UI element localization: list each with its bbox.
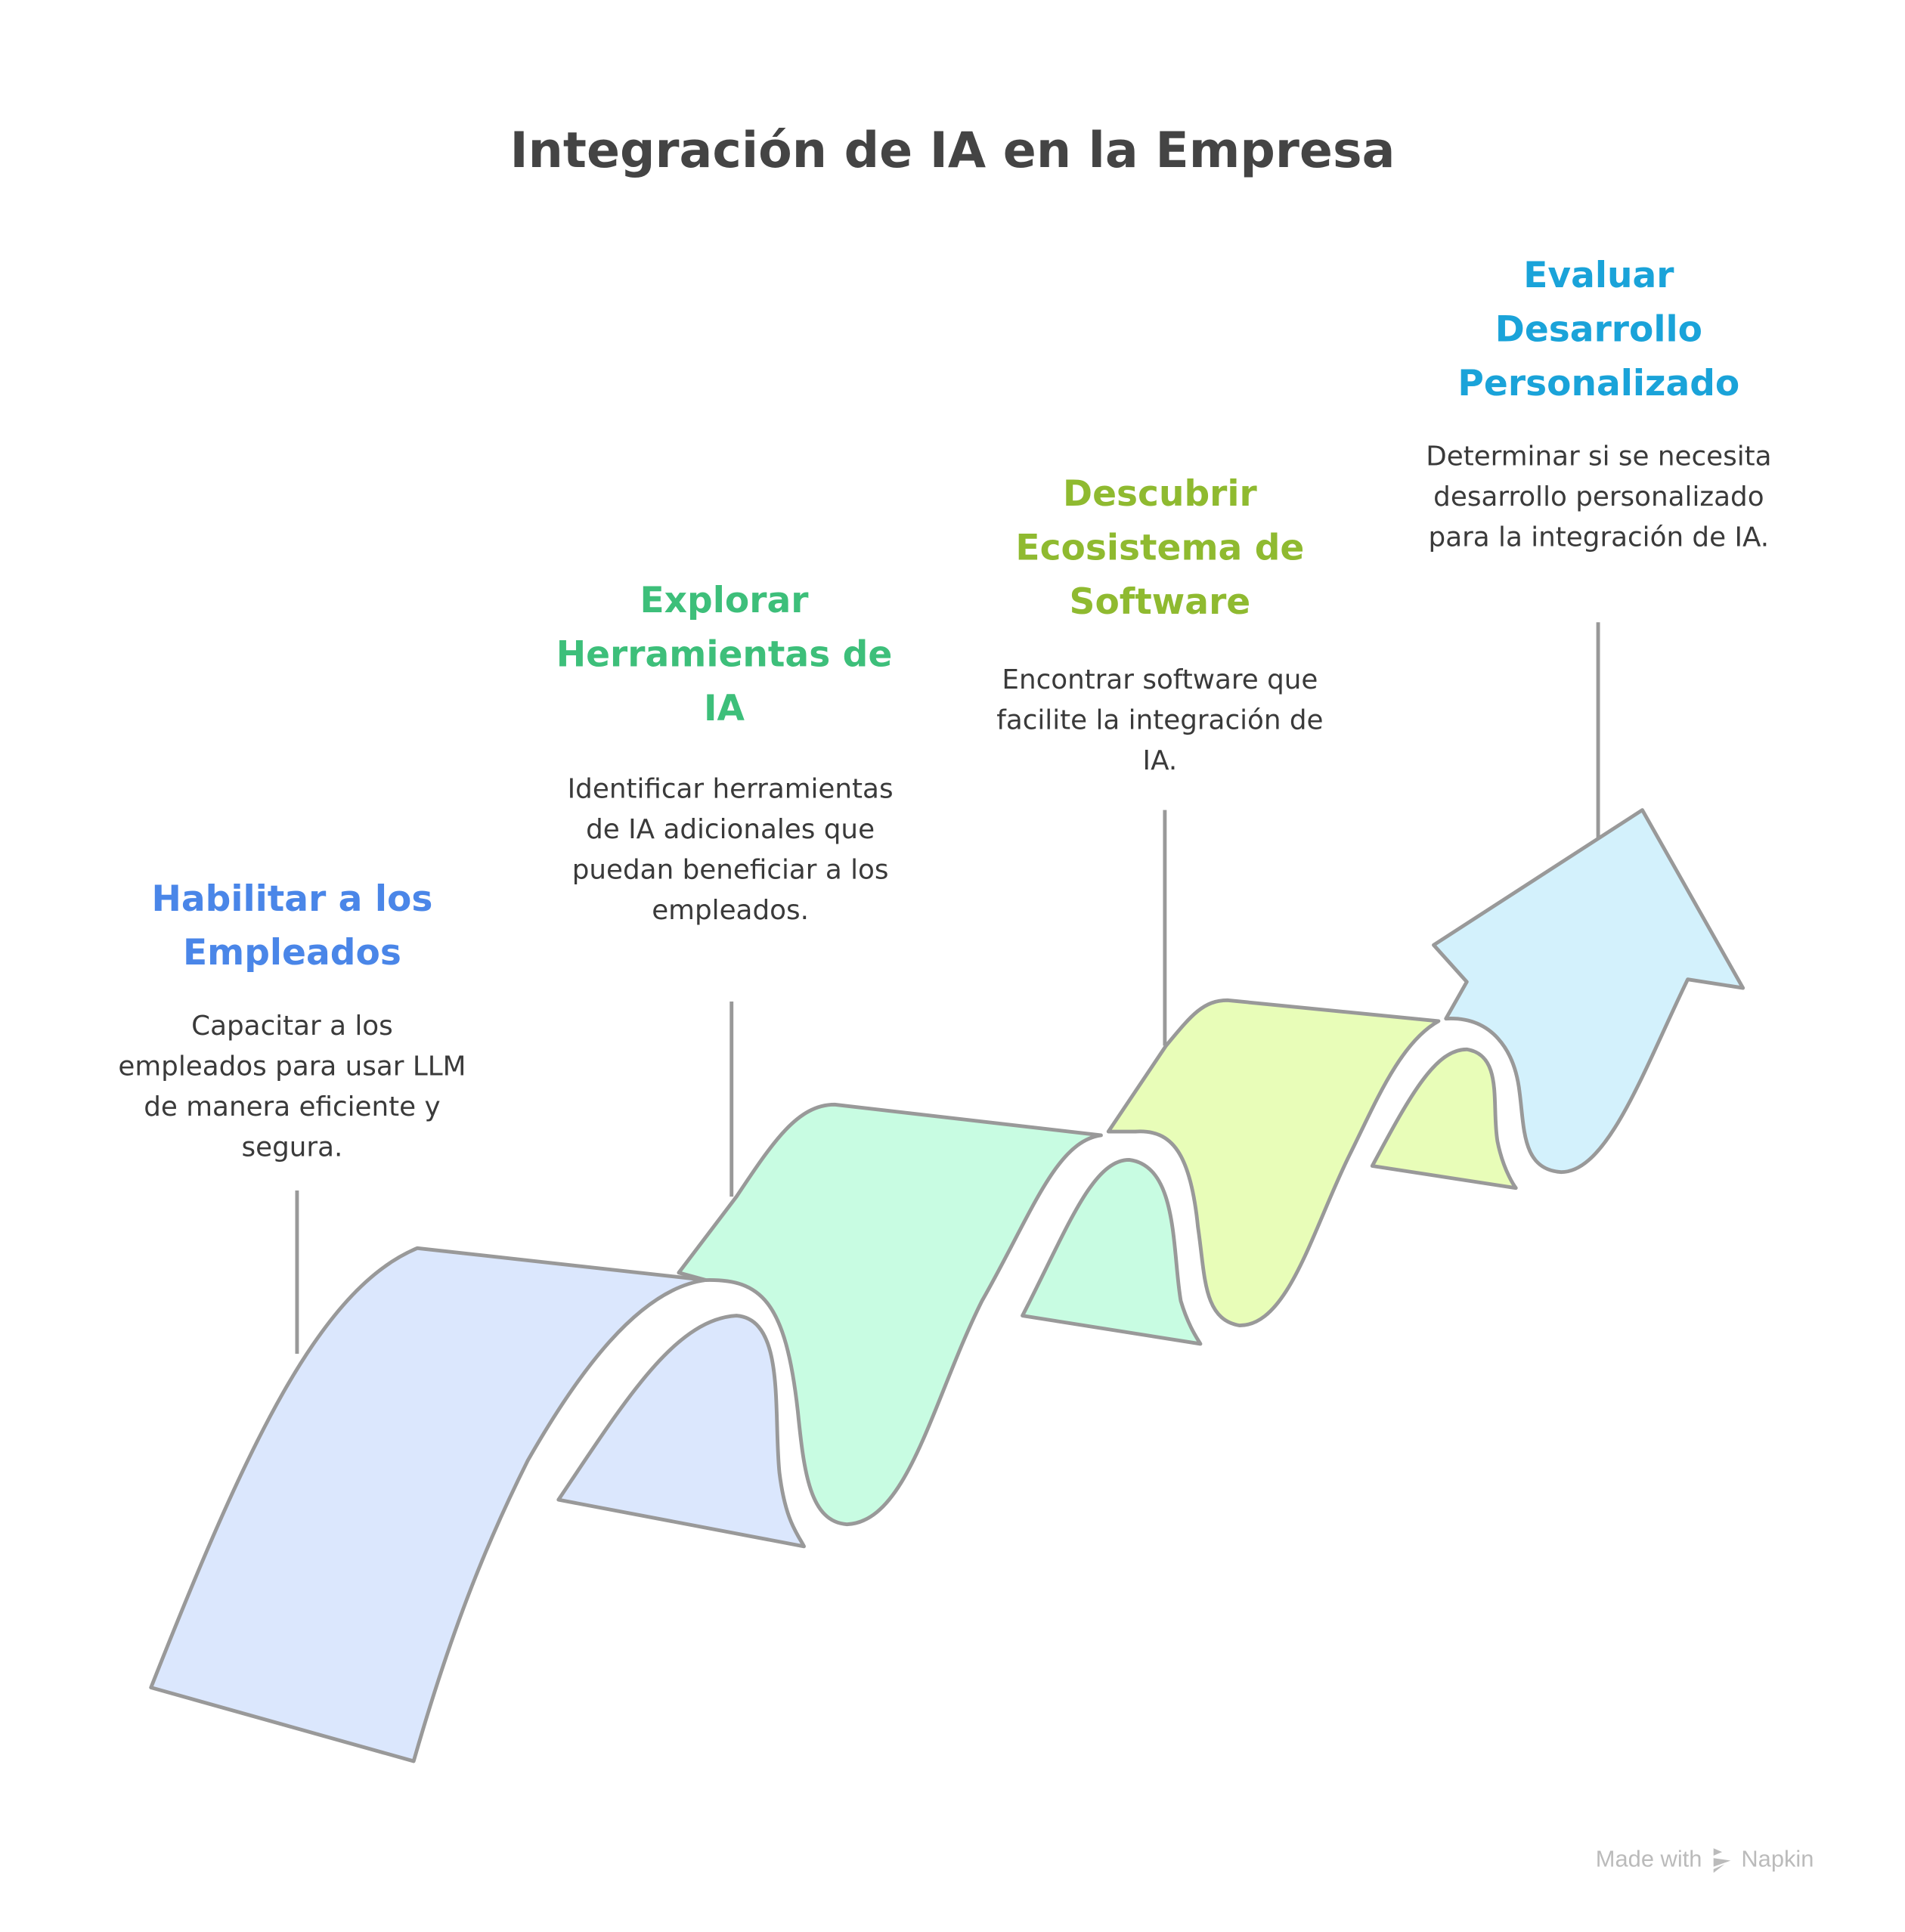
ribbon-segment-1-back xyxy=(556,1314,806,1549)
napkin-brand: Napkin xyxy=(1741,1847,1814,1873)
made-with-label: Made with xyxy=(1595,1847,1702,1873)
page-title: Integración de IA en la Empresa xyxy=(510,122,1395,180)
step-2-heading: Explorar Herramientas de IA xyxy=(556,579,893,729)
napkin-watermark: Made with Napkin xyxy=(1596,1847,1814,1875)
step-1-heading: Habilitar a los Empleados xyxy=(151,877,433,974)
step-1-description: Capacitar a los empleados para usar LLM … xyxy=(118,1011,466,1164)
ribbon-segment-2 xyxy=(677,1102,1103,1527)
ribbon-segment-2-back xyxy=(1021,1157,1203,1346)
ribbon-segment-3 xyxy=(1106,998,1441,1328)
step-3-description: Encontrar software que facilite la integ… xyxy=(996,665,1324,777)
ribbon-segment-3-back xyxy=(1370,1047,1518,1190)
napkin-logo-icon xyxy=(1713,1848,1730,1873)
step-4-description: Determinar si se necesita desarrollo per… xyxy=(1426,441,1772,554)
ribbon-segment-1 xyxy=(149,1246,708,1763)
arrow-segment-4 xyxy=(1432,808,1745,1175)
step-3-heading: Descubrir Ecosistema de Software xyxy=(1015,472,1305,623)
step-2-description: Identificar herramientas de IA adicional… xyxy=(567,774,894,927)
step-4-heading: Evaluar Desarrollo Personalizado xyxy=(1457,254,1740,404)
